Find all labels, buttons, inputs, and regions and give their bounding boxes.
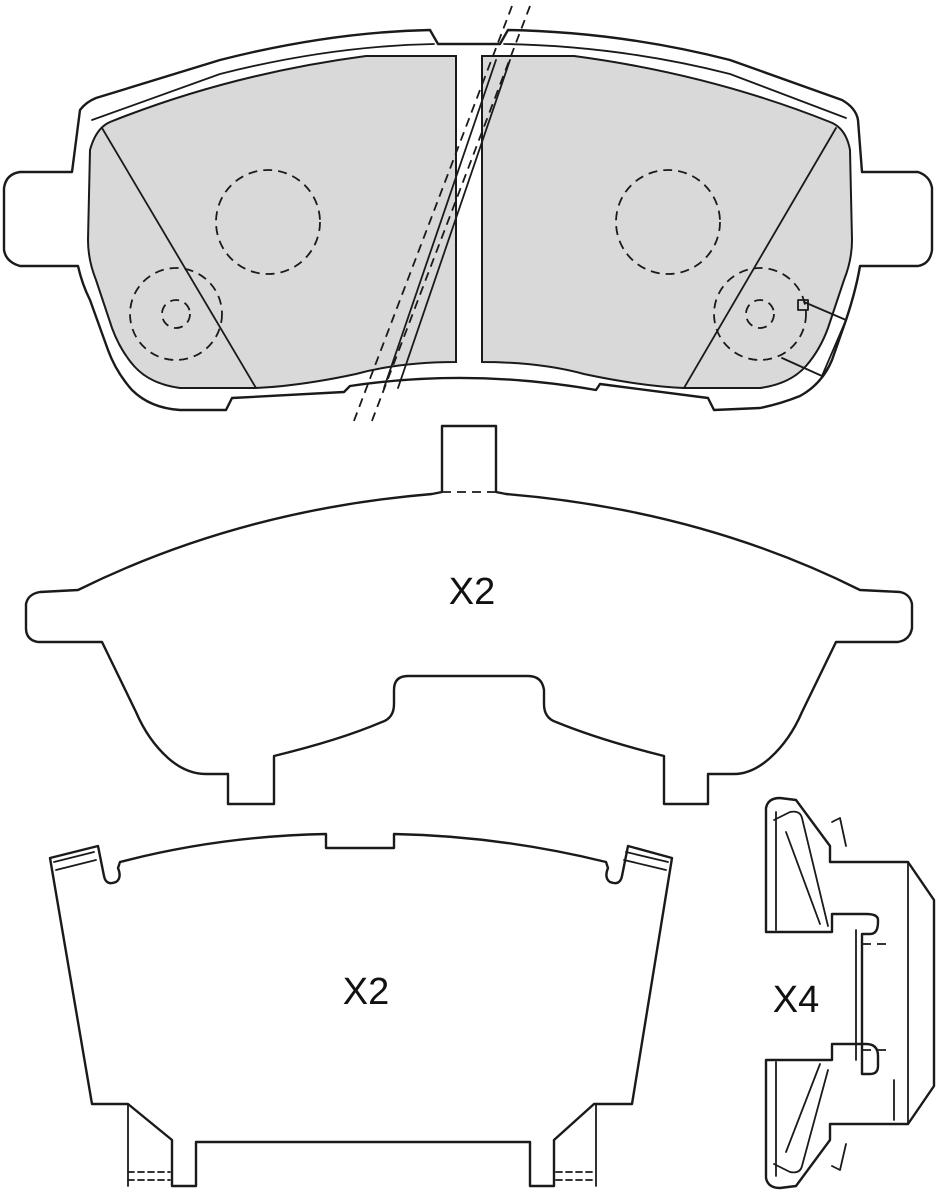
chamfer-line-right <box>683 127 837 389</box>
hidden-pin-circle-right-inner <box>745 299 775 329</box>
plate-quantity-label: X2 <box>343 971 389 1013</box>
clip-spring-arm-bottom <box>773 1063 829 1174</box>
spring-plate-drawing: X2 <box>48 832 674 1188</box>
abutment-clip-drawing: X4 <box>764 796 936 1190</box>
hidden-piston-circle-right <box>615 169 721 275</box>
backing-plate-inner-edge <box>91 43 847 121</box>
shim-quantity-label: X2 <box>449 571 495 613</box>
shim-outline <box>24 424 914 806</box>
chamfer-line-left <box>101 127 257 389</box>
anti-noise-shim-drawing: X2 <box>24 424 914 806</box>
hidden-pin-circle-right-outer <box>713 267 807 361</box>
break-lines <box>351 5 531 427</box>
hidden-pin-circle-left-inner <box>161 299 191 329</box>
friction-material-right <box>481 55 854 389</box>
clip-quantity-label: X4 <box>773 979 819 1021</box>
brake-pad-drawing <box>2 5 934 427</box>
friction-material-left <box>86 55 457 389</box>
clip-spring-arm-top <box>773 810 829 927</box>
wear-indicator-pin <box>797 299 809 311</box>
wear-indicator-tab <box>781 301 847 377</box>
backing-plate-outline <box>2 28 934 412</box>
hidden-piston-circle-left <box>215 169 321 275</box>
spring-plate-hatch-marks <box>53 851 669 1181</box>
hidden-pin-circle-left-outer <box>129 267 223 361</box>
spring-plate-outline <box>48 832 674 1188</box>
